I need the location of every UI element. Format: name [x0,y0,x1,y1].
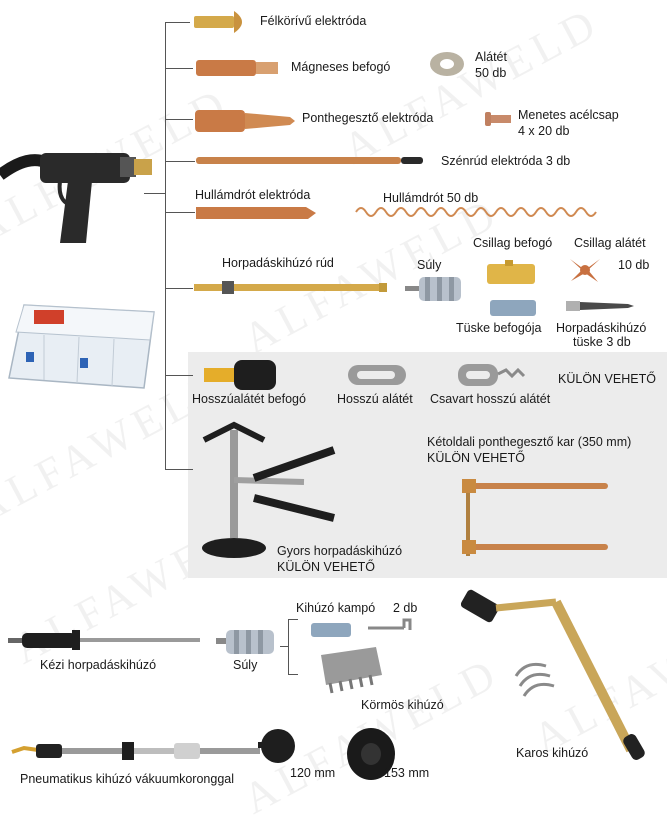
manual-dent-puller-image [8,630,200,650]
label-threaded-stud: Menetes acélcsap [518,108,619,122]
spot-welder-gun-image [0,153,152,243]
pneumatic-puller-image [11,742,260,760]
label-threaded-stud-qty: 4 x 20 db [518,124,570,138]
spike-holder-image [490,300,536,316]
quick-dent-puller-image [202,421,336,558]
weight-2-image [216,630,274,654]
storage-case-image [8,304,155,389]
lever-puller-image [460,589,645,760]
label-half-round-electrode: Félkörívű elektróda [260,14,367,28]
label-dent-puller-spike: Horpadáskihúzó [556,321,647,335]
label-spot-welding-electrode: Ponthegesztő elektróda [302,111,434,125]
label-dent-puller-rod: Horpadáskihúzó rúd [222,256,334,270]
label-weight-2: Súly [233,658,258,672]
vacuum-cup-120-image [258,729,295,763]
watermark: ALFAWELD [335,0,609,174]
label-puller-hook-qty: 2 db [393,601,418,615]
double-sided-welding-arm-image [462,479,608,556]
label-quick-dent-puller: Gyors horpadáskihúzó [277,544,403,558]
label-120mm: 120 mm [290,766,336,780]
threaded-stud-image [485,112,511,126]
wave-wire-image [355,207,597,217]
label-pneumatic-puller: Pneumatikus kihúzó vákuumkoronggal [20,772,235,786]
long-washer-clamp-image [204,360,276,390]
label-wave-wire: Hullámdrót 50 db [383,191,479,205]
label-lever-puller: Karos kihúzó [516,746,589,760]
label-star-washer: Csillag alátét [574,236,646,250]
label-magnetic-clamp: Mágneses befogó [291,60,391,74]
label-double-sided-arm: Kétoldali ponthegesztő kar (350 mm) [427,435,632,449]
washer-image [430,52,464,76]
label-carbon-rod: Szénrúd elektróda 3 db [441,154,571,168]
spot-welding-electrode-image [195,110,295,132]
label-spike-holder: Tüske befogója [456,321,542,335]
label-washer-qty: 50 db [475,66,507,80]
label-star-washer-qty: 10 db [618,258,650,272]
label-claw-puller: Körmös kihúzó [361,698,444,712]
label-star-clamp: Csillag befogó [473,236,553,250]
magnetic-clamp-image [196,60,278,76]
label-twisted-long-washer: Csavart hosszú alátét [430,392,551,406]
claw-puller-image [321,647,382,694]
tree-trunk [165,22,166,470]
half-round-electrode-image [194,11,242,33]
label-manual-dent-puller: Kézi horpadáskihúzó [40,658,157,672]
puller-hook-clamp-image [311,623,351,637]
dent-puller-rod-image [194,281,387,294]
tree-connector [144,193,165,194]
label-puller-hook: Kihúzó kampó [296,601,376,615]
label-long-washer-clamp: Hosszúalátét befogó [192,392,306,406]
weight-1-image [405,277,461,301]
carbon-rod-electrode-image [196,157,423,164]
label-dent-puller-spike-qty: tüske 3 db [573,335,631,349]
label-wave-wire-electrode: Hullámdrót elektróda [195,188,311,202]
dent-puller-spike-image [566,301,634,311]
star-washer-image [570,259,600,282]
twisted-long-washer-image [458,364,526,386]
star-clamp-image [487,260,535,284]
label-washer: Alátét [475,50,507,64]
puller-hook-image [368,618,412,630]
label-sold-separately-2: KÜLÖN VEHETŐ [427,451,525,465]
label-sold-separately-1: KÜLÖN VEHETŐ [558,372,656,386]
wave-wire-electrode-image [196,207,316,219]
label-long-washer: Hosszú alátét [337,392,413,406]
label-weight-1: Súly [417,258,442,272]
vacuum-cup-153-image [347,728,395,780]
label-153mm: 153 mm [384,766,430,780]
long-washer-image [348,365,406,385]
label-sold-separately-3: KÜLÖN VEHETŐ [277,560,375,574]
